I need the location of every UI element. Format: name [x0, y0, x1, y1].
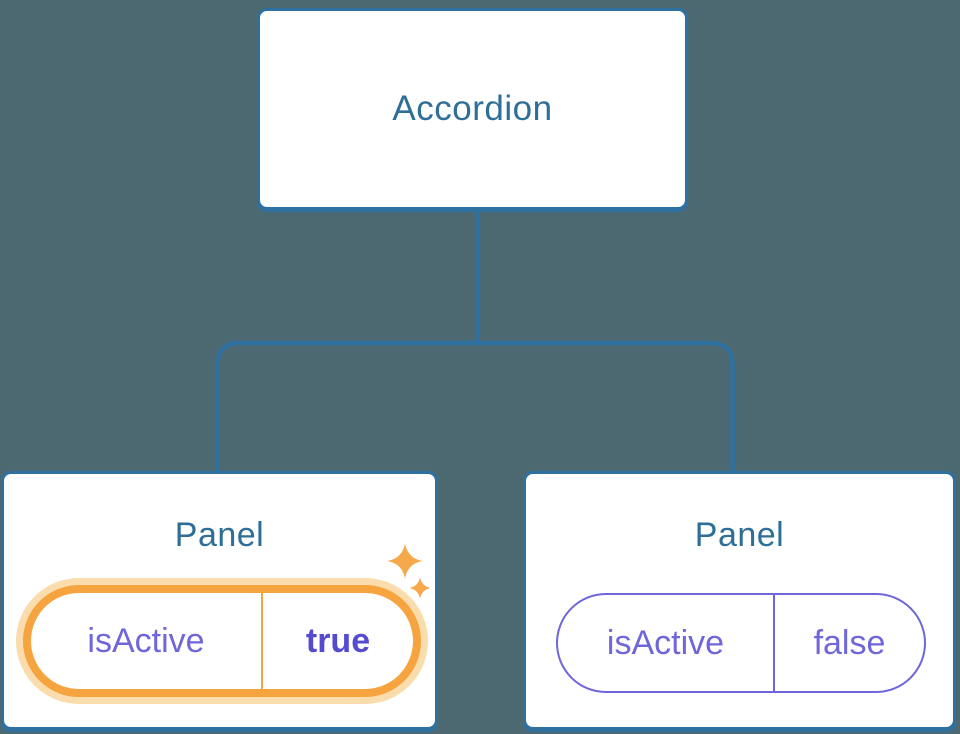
panel-label: Panel [694, 516, 785, 554]
pill-divider [261, 593, 263, 689]
accordion-node: Accordion [257, 8, 688, 210]
state-pill-active: isActive true [23, 585, 421, 697]
panel-label: Panel [174, 516, 265, 554]
state-key: isActive [87, 621, 205, 660]
accordion-label: Accordion [392, 89, 553, 128]
state-pill-inactive: isActive false [556, 593, 926, 693]
pill-divider [773, 595, 775, 691]
state-key: isActive [606, 623, 725, 662]
panel-node-inactive: Panel isActive false [523, 471, 956, 730]
sparkles-icon [387, 543, 431, 599]
state-value: false [813, 623, 886, 662]
panel-node-active: Panel isActive true [1, 471, 438, 730]
state-value: true [305, 621, 371, 660]
